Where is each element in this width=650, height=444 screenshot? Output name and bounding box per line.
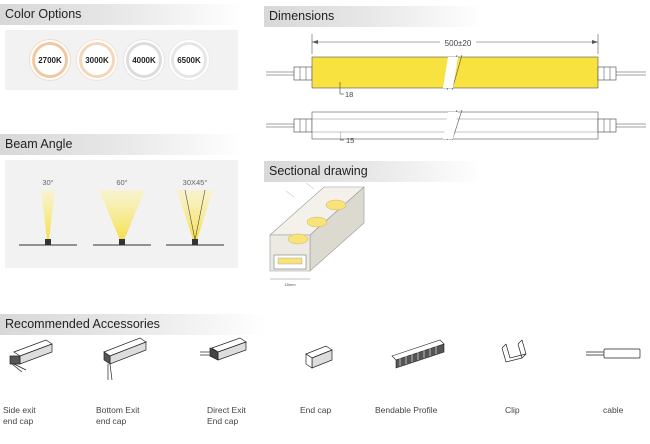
dimensions-header: Dimensions <box>264 6 483 27</box>
color-swatch-6500k[interactable]: 6500K <box>171 42 207 78</box>
lit-width-dimension: 18 <box>345 90 353 99</box>
beam-60-icon <box>93 190 151 246</box>
length-dimension: 500±20 <box>445 39 472 48</box>
beam-diagrams <box>19 189 224 246</box>
color-swatch-2700k[interactable]: 2700K <box>32 42 68 78</box>
accessory-label-direct-exit: Direct Exit End cap <box>207 405 246 426</box>
beam-label-60: 60° <box>116 178 128 187</box>
swatch-label: 3000K <box>85 55 109 65</box>
accessory-label-side-exit: Side exit end cap <box>3 405 36 426</box>
side-width-dimension: 15 <box>346 136 354 145</box>
side-width-label: 15 <box>340 132 354 145</box>
beam-30-icon <box>19 190 77 246</box>
accessory-label-end-cap: End cap <box>300 405 332 415</box>
sectional-drawing-header: Sectional drawing <box>264 161 483 182</box>
color-options-panel: 2700K 3000K 4000K 6500K <box>5 30 238 90</box>
accessories-header: Recommended Accessories <box>0 314 267 335</box>
beam-angle-header: Beam Angle <box>0 134 243 155</box>
sectional-drawing-title: Sectional drawing <box>269 164 368 178</box>
clip-icon <box>501 339 527 363</box>
accessory-label-bendable-profile: Bendable Profile <box>375 405 438 415</box>
color-options-title: Color Options <box>5 7 82 21</box>
led-strip-side-icon <box>266 109 646 140</box>
accessory-label-clip: Clip <box>505 405 520 415</box>
beam-label-30x45: 30X45° <box>182 178 208 187</box>
svg-text:18mm: 18mm <box>284 282 296 287</box>
color-swatch-4000k[interactable]: 4000K <box>126 42 162 78</box>
bendable-profile-icon <box>391 339 445 369</box>
bottom-exit-end-cap-icon <box>103 337 147 381</box>
accessory-icons <box>9 337 641 381</box>
dimensions-drawing: 500±20 18 <box>266 34 646 140</box>
accessory-label-bottom-exit: Bottom Exit end cap <box>96 405 140 426</box>
beam-angle-title: Beam Angle <box>5 137 73 151</box>
beam-angle-panel: 30° 60° 30X45° <box>5 160 238 268</box>
direct-exit-end-cap-icon <box>200 337 247 361</box>
beam-30x45-icon <box>166 189 224 246</box>
cable-icon <box>586 348 641 359</box>
led-strip-top-icon <box>266 54 646 95</box>
sectional-drawing-icon: 18mm <box>269 183 365 287</box>
swatch-label: 6500K <box>177 55 201 65</box>
color-swatch-3000k[interactable]: 3000K <box>79 42 115 78</box>
dimensions-title: Dimensions <box>269 9 335 23</box>
end-cap-icon <box>305 345 333 369</box>
color-options-header: Color Options <box>0 4 243 25</box>
swatch-label: 4000K <box>132 55 156 65</box>
beam-label-30: 30° <box>42 178 54 187</box>
accessories-title: Recommended Accessories <box>5 317 160 331</box>
swatch-label: 2700K <box>38 55 62 65</box>
accessory-label-cable: cable <box>603 405 624 415</box>
side-exit-end-cap-icon <box>9 339 53 373</box>
